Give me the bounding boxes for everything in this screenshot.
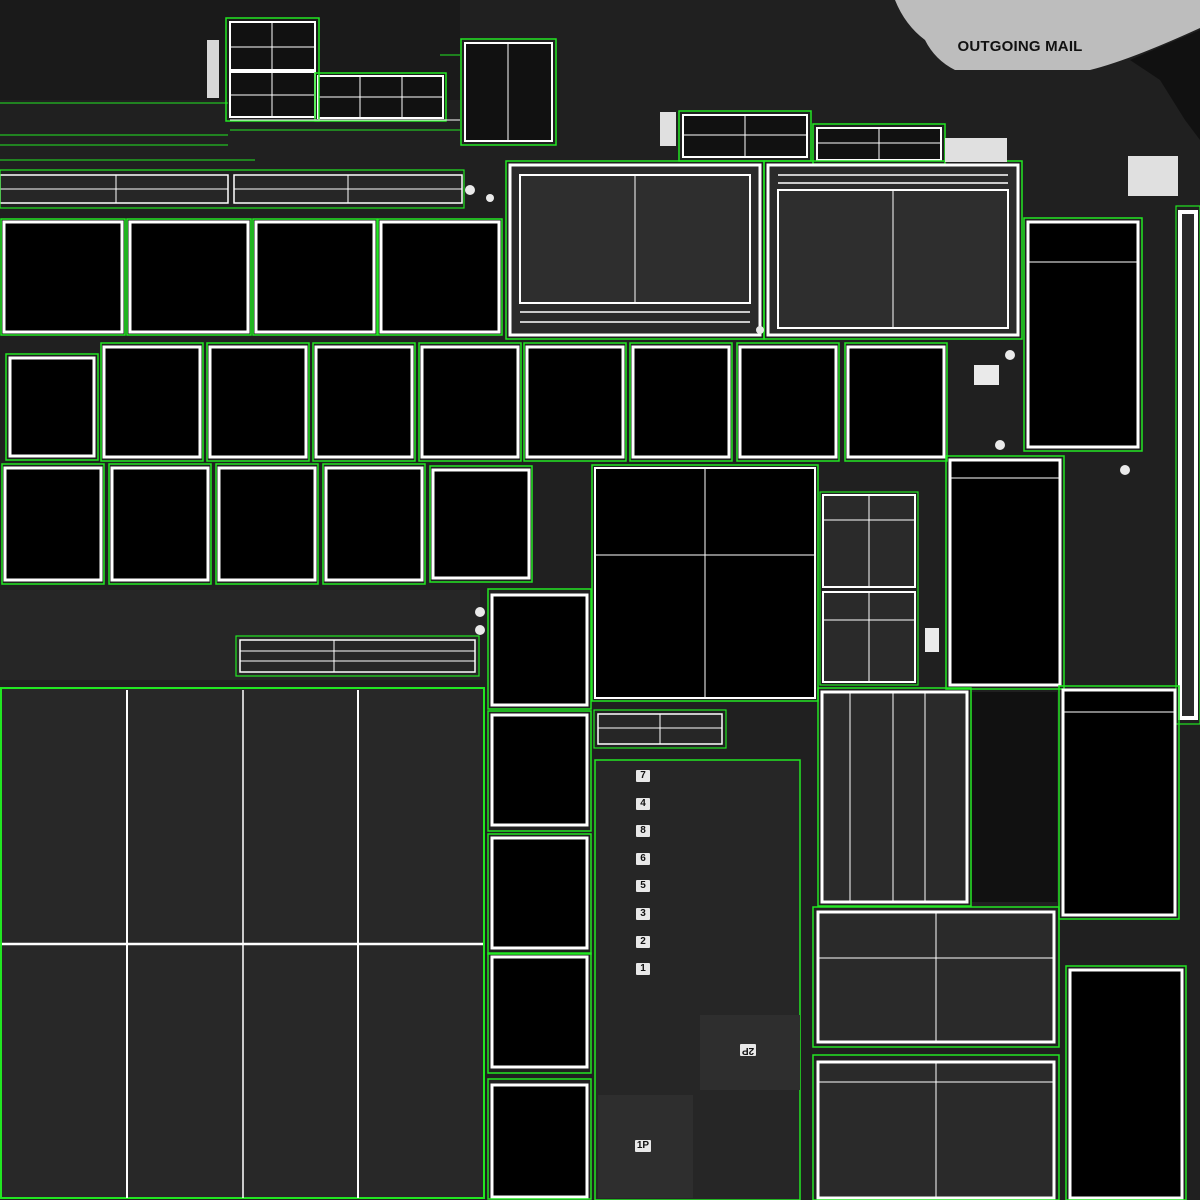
- awning-panels: [505, 160, 1023, 340]
- button-tag-7: 7: [636, 770, 650, 782]
- intercom-panel: [594, 759, 801, 1200]
- top-window-mullions: [230, 22, 941, 160]
- button-tag-5: 5: [636, 880, 650, 892]
- right-tall-window: [1023, 205, 1200, 725]
- small-details: [207, 40, 1178, 652]
- window-row-2: [8, 345, 946, 459]
- button-tag-1: 1: [636, 963, 650, 975]
- window-row-3-uv: [1, 463, 533, 585]
- outgoing-mail-label: OUTGOING MAIL: [957, 38, 1083, 55]
- button-tag-4: 4: [636, 798, 650, 810]
- button-tag-1p: 1P: [635, 1140, 651, 1152]
- lower-strip: [235, 635, 727, 749]
- button-tag-8: 8: [636, 825, 650, 837]
- mail-slot-shadow: [1130, 30, 1200, 140]
- dark-detail-block: [972, 692, 1057, 902]
- mid-right-windows: [591, 455, 1065, 702]
- window-row-1: [2, 220, 501, 334]
- floor-panel: [0, 687, 485, 1199]
- window-row-2-uv: [5, 342, 948, 462]
- window-row-1-uv: [0, 218, 503, 336]
- top-windows: [229, 21, 942, 161]
- button-tag-2p: 2P: [740, 1044, 756, 1056]
- button-tag-3: 3: [636, 908, 650, 920]
- button-tag-6: 6: [636, 853, 650, 865]
- cornice-strips: [0, 54, 465, 209]
- right-lower-windows: [812, 685, 1187, 1200]
- outgoing-mail-panel: [895, 0, 1200, 70]
- column-windows-uv: [487, 588, 592, 1200]
- column-windows: [490, 593, 589, 1199]
- window-row-3: [3, 466, 531, 582]
- button-tag-2: 2: [636, 936, 650, 948]
